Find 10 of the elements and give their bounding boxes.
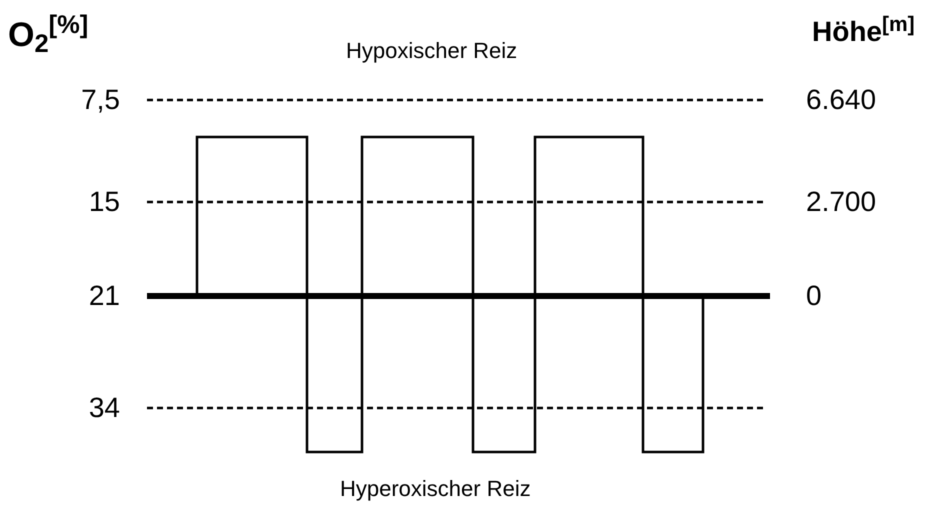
tick-label: 6.640 <box>806 86 876 114</box>
axis-title: Höhe$^{[m]}$ <box>812 18 915 46</box>
tick-label: 7,5 <box>81 86 120 114</box>
tick-label: 0 <box>806 282 822 310</box>
tick-label: 15 <box>88 188 120 216</box>
region-label: Hypoxischer Reiz <box>346 40 518 62</box>
tick-label: 21 <box>88 282 120 310</box>
region-label: Hyperoxischer Reiz <box>340 478 531 500</box>
tick-label: 2.700 <box>806 188 876 216</box>
tick-label: 34 <box>88 394 120 422</box>
